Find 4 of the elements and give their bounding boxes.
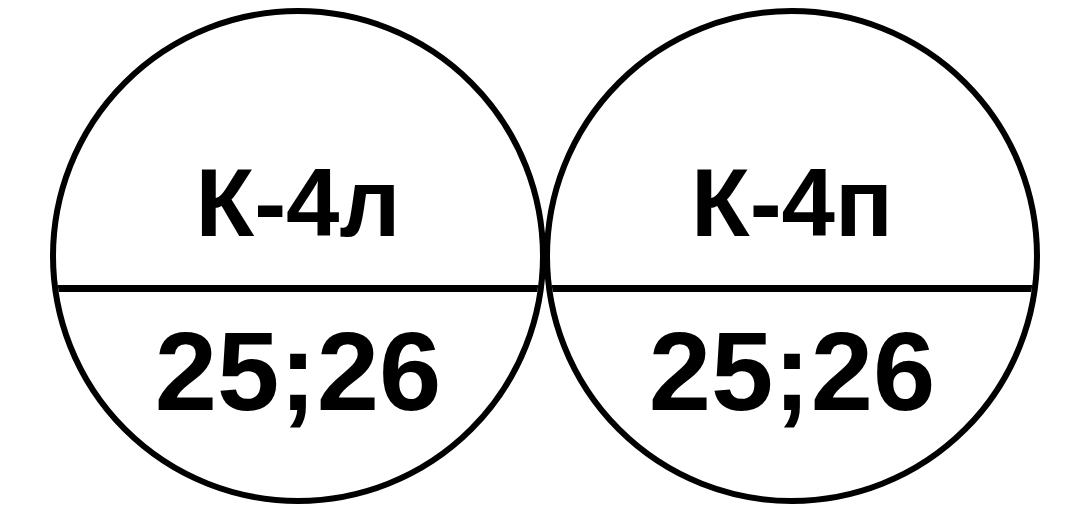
circle-number: 25;26 [648,316,936,429]
circle-label: К-4п [691,154,893,251]
circle-number: 25;26 [154,316,442,429]
circle-label: К-4л [195,154,401,251]
